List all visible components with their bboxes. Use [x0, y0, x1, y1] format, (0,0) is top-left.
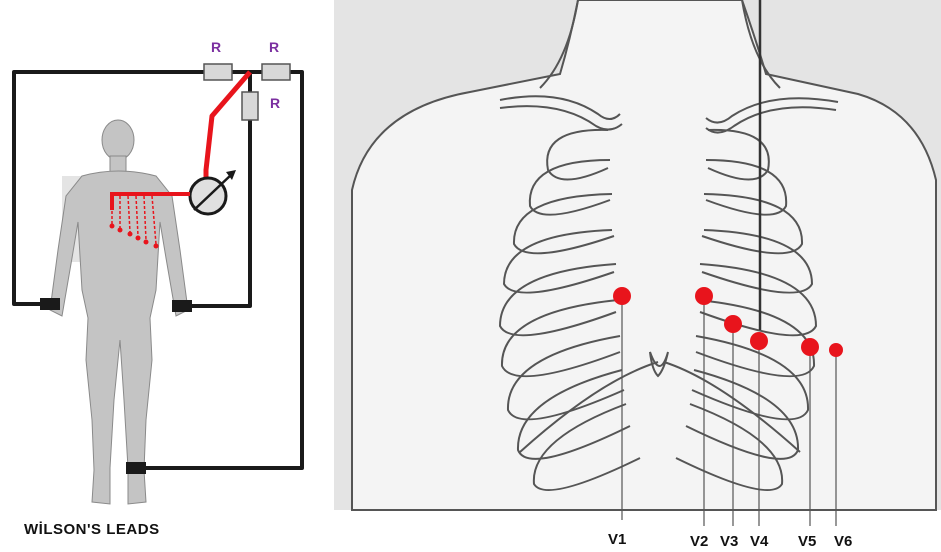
left-leg-electrode	[126, 462, 146, 474]
electrode-v3	[724, 315, 742, 333]
right-arm-electrode	[40, 298, 60, 310]
resistor-label-3: R	[270, 95, 280, 111]
electrode-v1	[613, 287, 631, 305]
label-v6: V6	[834, 533, 852, 550]
resistor-2	[262, 64, 290, 80]
panel-caption: WİLSON'S LEADS	[24, 521, 160, 538]
resistor-1	[204, 64, 232, 80]
wilson-leads-panel: R R R	[0, 0, 330, 552]
electrode-v5	[801, 338, 819, 356]
label-v2: V2	[690, 533, 708, 550]
label-v5: V5	[798, 533, 816, 550]
resistor-label-2: R	[269, 39, 279, 55]
electrode-v6	[829, 343, 843, 357]
label-v3: V3	[720, 533, 738, 550]
chest-electrode-panel: V1 V2 V3 V4 V5 V6	[334, 0, 941, 550]
resistor-label-1: R	[211, 39, 221, 55]
left-arm-electrode	[172, 300, 192, 312]
label-v4: V4	[750, 533, 769, 550]
label-v1: V1	[608, 531, 626, 548]
electrode-v2	[695, 287, 713, 305]
resistor-3	[242, 92, 258, 120]
electrode-v4	[750, 332, 768, 350]
